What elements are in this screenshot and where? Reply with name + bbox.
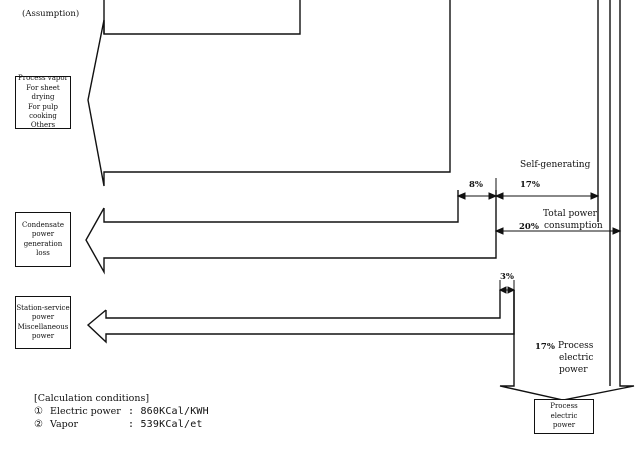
station-service-upper-edge [105,290,501,319]
total-power-label-1: Total power [543,209,597,219]
dim-3-arrow-left [498,286,507,294]
calculation-val-vapor: : 539KCal/et [128,419,203,430]
condensate-loss-upper-edge [103,190,459,223]
dim-20-arrow-left [494,227,504,235]
process-electric-box-text: Process electric power [550,402,578,430]
pct-17-self-label: 17% [520,180,540,190]
process-power-label-2: electric [559,353,594,363]
condensate-loss-flow-arrow [85,190,497,275]
calculation-conditions: [Calculation conditions] ① Electric powe… [34,393,209,432]
dim-20-arrow-right [612,227,622,235]
condensate-loss-box: Condensate power generation loss [15,212,71,267]
calculation-row-electric: ① Electric power : 860KCal/KWH [34,406,209,419]
dim-8-arrow-left [456,192,466,200]
dim-17-arrow-left [494,192,504,200]
pct-3-label: 3% [500,272,514,282]
total-power-label-2: consumption [544,221,603,231]
process-vapor-box: Process vapor For sheet drying For pulp … [15,74,71,130]
station-service-flow-arrow [86,290,515,344]
total-power-pct-label: 20% [519,222,539,232]
process-vapor-text: Process vapor For sheet drying For pulp … [18,74,68,130]
dim-17-arrow-right [590,192,600,200]
calculation-key-vapor: Vapor [50,419,78,430]
calculation-heading: [Calculation conditions] [34,393,150,404]
process-electric-box: Process electric power [534,399,594,434]
self-generating-label: Self-generating [520,160,591,170]
dim-8-arrow-right [488,192,498,200]
calculation-row-vapor: ② Vapor : 539KCal/et [34,419,209,432]
process-power-pct-label: 17% [535,342,555,352]
process-power-label-1: Process [558,341,594,351]
assumption-label: (Assumption) [22,9,80,19]
process-vapor-flow-arrow [87,0,451,187]
process-electric-down-arrow [499,0,635,401]
calculation-num-1: ① [34,406,43,417]
calculation-key-electric: Electric power [50,406,121,417]
calculation-num-2: ② [34,419,43,430]
process-power-label-3: power [559,365,588,375]
station-service-box: Station-service power Miscellaneous powe… [15,296,71,349]
dim-3-arrow-right [507,286,516,294]
calculation-val-electric: : 860KCal/KWH [128,406,209,417]
top-band-outline [103,0,301,35]
station-service-text: Station-service power Miscellaneous powe… [16,303,70,340]
pct-8-label: 8% [469,180,483,190]
condensate-loss-text: Condensate power generation loss [22,220,64,257]
